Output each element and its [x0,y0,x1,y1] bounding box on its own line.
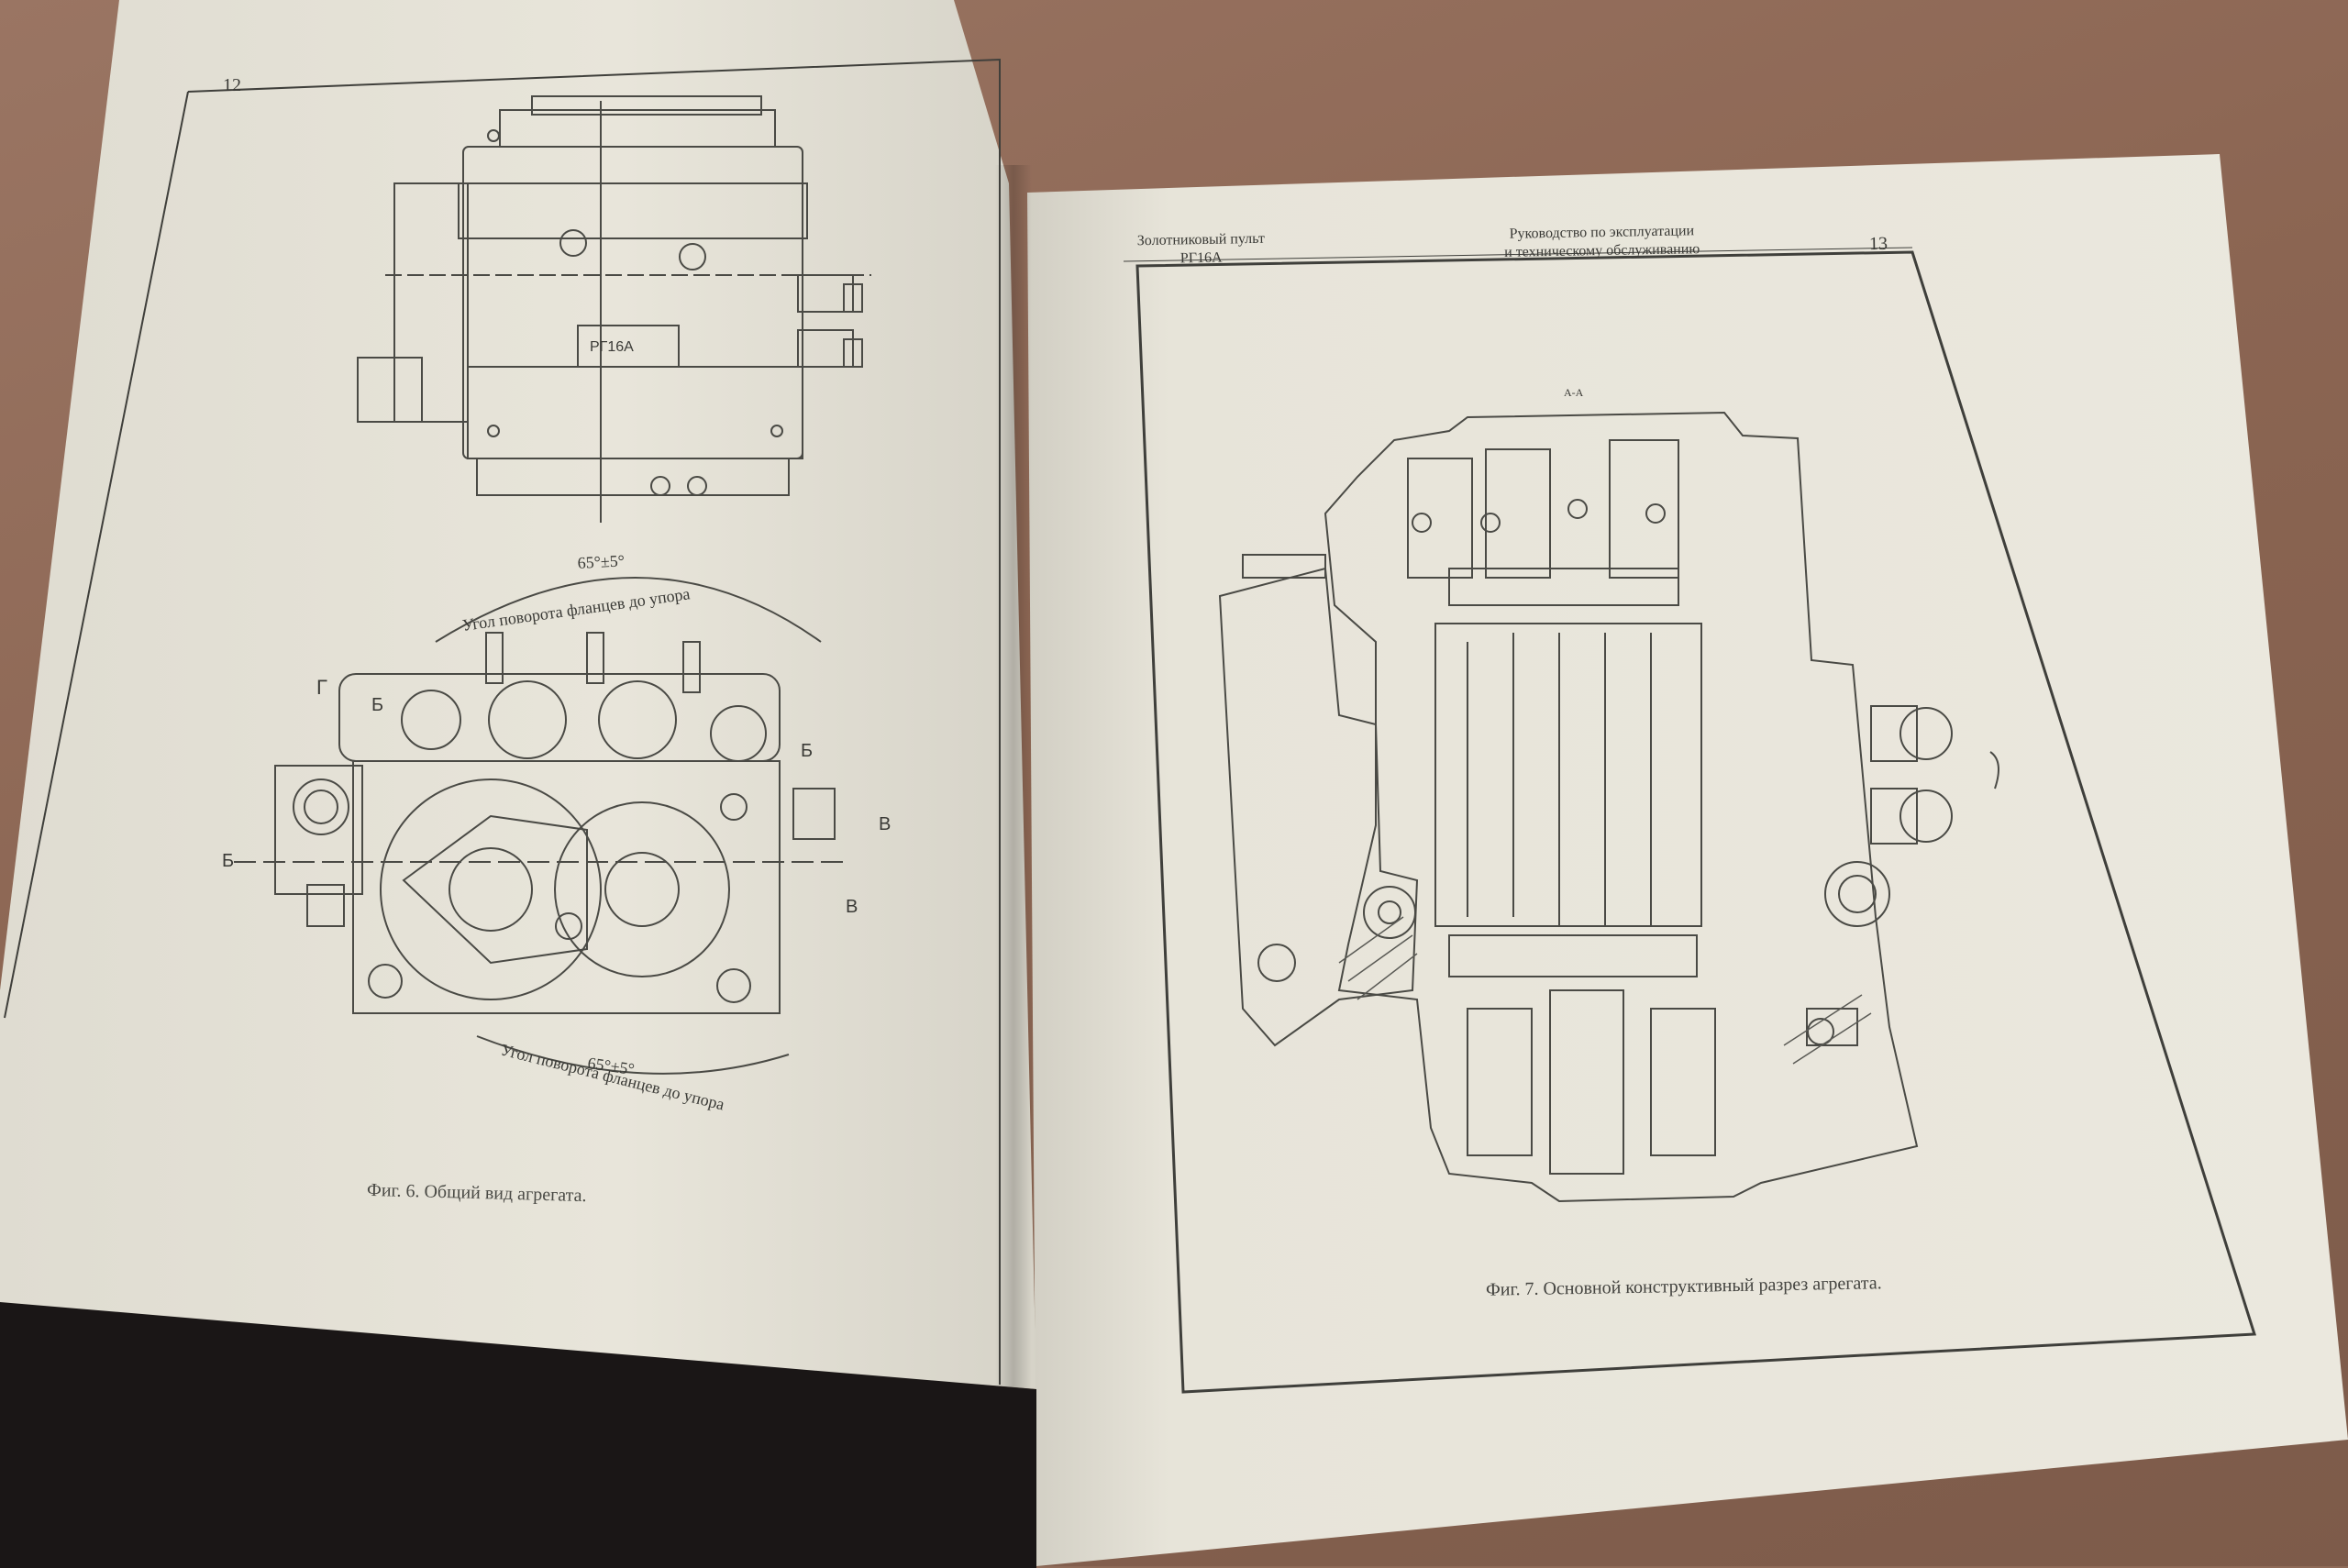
nameplate-label: РГ16А [590,339,634,355]
view-mark-b2: Б [801,741,813,761]
view-mark-v1: В [879,814,891,834]
view-mark-g: Г [316,676,327,699]
header-subtitle-line2: и техническому обслуживанию [1504,241,1700,260]
arc-label-bottom: Угол поворота фланцев до упора [499,1040,726,1113]
right-page-border [1135,250,2257,1394]
fig7-section-drawing [1218,411,1999,1203]
section-label: А-А [1564,386,1584,399]
header-rule [1123,247,1913,262]
view-mark-b1: Б [371,695,383,715]
right-page [1027,154,2348,1566]
fig6-unit-front-view [234,577,844,1075]
left-page [0,0,1036,1389]
left-page-border [187,58,1001,1385]
right-header-title: Золотниковый пульт РГ16А [1137,230,1266,269]
right-page-number: 13 [1868,233,1888,255]
view-mark-v2: В [846,897,858,917]
left-page-border-left [4,91,189,1019]
view-mark-b3: Б [222,851,234,871]
fig6-unit-side-view [357,95,871,523]
left-page-number: 12 [223,75,241,95]
fig7-section-hatching [1338,916,1872,1065]
header-title-line2: РГ16А [1180,249,1223,267]
book-spine [995,165,1032,1449]
right-header-subtitle: Руководство по эксплуатации и техническо… [1504,222,1700,262]
dimension-angle-top: 65°±5° [577,551,625,572]
header-title-line1: Золотниковый пульт [1136,230,1266,249]
